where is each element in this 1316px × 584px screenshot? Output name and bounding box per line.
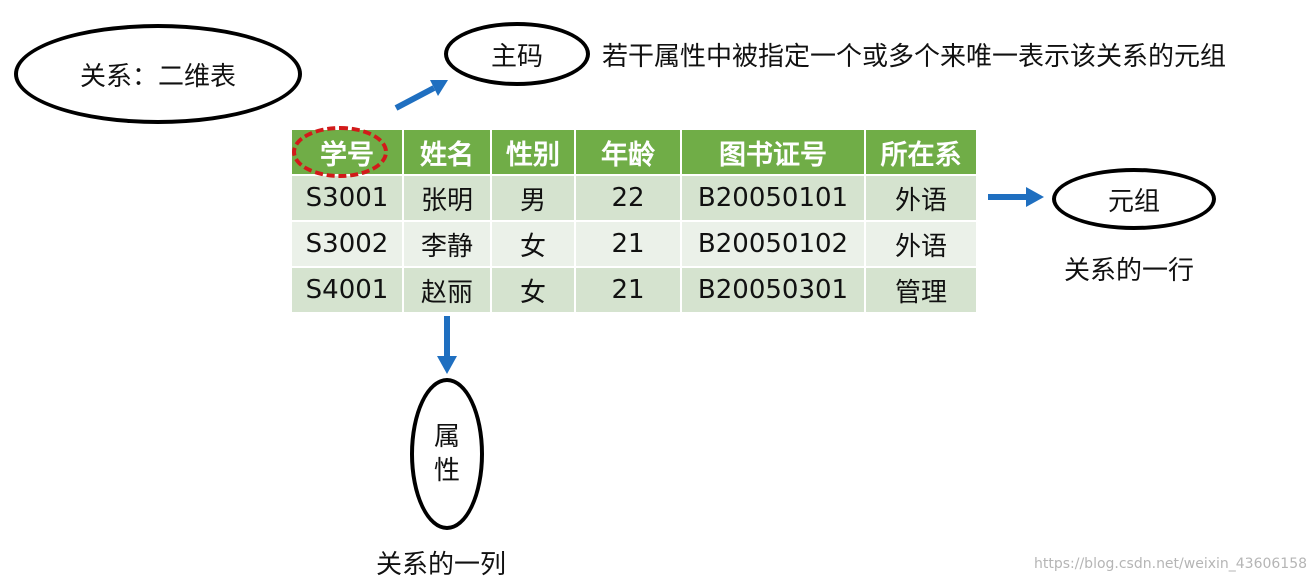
attribute-ellipse: 属 性 [410, 378, 484, 530]
table-cell: B20050102 [682, 222, 866, 268]
table-cell: 张明 [404, 176, 492, 222]
table-cell: 21 [576, 268, 682, 314]
relation-table: 学号 姓名 性别 年龄 图书证号 所在系 S3001 张明 男 22 B2005… [292, 130, 978, 314]
primary-key-highlight [292, 126, 388, 178]
table-cell: 女 [492, 222, 576, 268]
table-cell: 22 [576, 176, 682, 222]
table-cell: B20050101 [682, 176, 866, 222]
tuple-arrow [988, 187, 1044, 207]
attribute-caption: 关系的一列 [376, 550, 507, 580]
tuple-caption: 关系的一行 [1064, 256, 1195, 286]
tuple-label: 元组 [1107, 186, 1160, 217]
table-cell: 外语 [866, 222, 978, 268]
table-cell: S4001 [292, 268, 404, 314]
table-cell: 男 [492, 176, 576, 222]
attribute-label-line2: 性 [433, 456, 460, 486]
watermark: https://blog.csdn.net/weixin_43606158 [1034, 556, 1308, 572]
table-cell: S3001 [292, 176, 404, 222]
table-cell: 女 [492, 268, 576, 314]
header-department: 所在系 [866, 130, 978, 176]
attribute-arrow [437, 316, 457, 374]
tuple-ellipse: 元组 [1052, 168, 1216, 230]
table-cell: B20050301 [682, 268, 866, 314]
table-cell: S3002 [292, 222, 404, 268]
relation-ellipse: 关系：二维表 [14, 24, 302, 124]
header-gender: 性别 [492, 130, 576, 176]
primary-key-description: 若干属性中被指定一个或多个来唯一表示该关系的元组 [602, 42, 1227, 72]
table-cell: 李静 [404, 222, 492, 268]
table-header-row: 学号 姓名 性别 年龄 图书证号 所在系 [292, 130, 978, 176]
attribute-label-line1: 属 [433, 422, 460, 452]
header-name: 姓名 [404, 130, 492, 176]
table-cell: 管理 [866, 268, 978, 314]
relation-label: 关系：二维表 [79, 61, 236, 92]
table-row: S4001 赵丽 女 21 B20050301 管理 [292, 268, 978, 314]
primary-key-label: 主码 [490, 41, 543, 72]
header-library-card: 图书证号 [682, 130, 866, 176]
table-row: S3001 张明 男 22 B20050101 外语 [292, 176, 978, 222]
table-cell: 21 [576, 222, 682, 268]
table-row: S3002 李静 女 21 B20050102 外语 [292, 222, 978, 268]
header-age: 年龄 [576, 130, 682, 176]
primary-key-arrow [394, 80, 448, 111]
primary-key-ellipse: 主码 [444, 22, 590, 86]
table-cell: 外语 [866, 176, 978, 222]
table-cell: 赵丽 [404, 268, 492, 314]
